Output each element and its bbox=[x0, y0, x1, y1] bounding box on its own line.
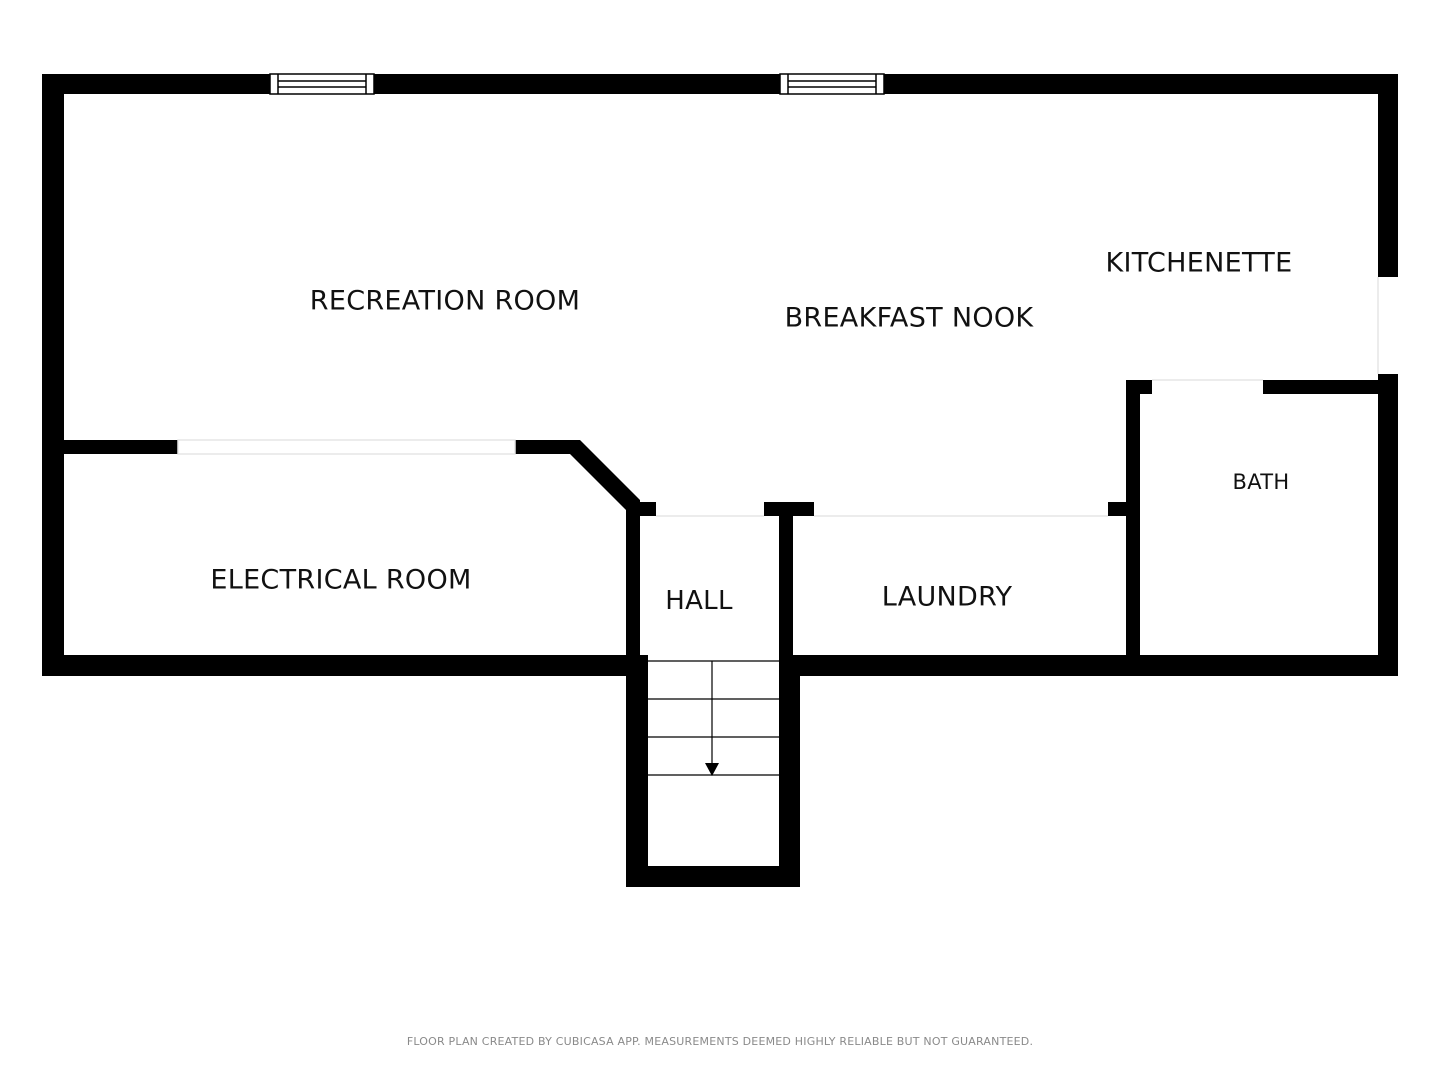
wall-electrical-top-right bbox=[515, 440, 577, 454]
wall-right-lower bbox=[1378, 374, 1398, 676]
wall-left bbox=[42, 74, 64, 676]
opening-electrical bbox=[177, 439, 516, 455]
room-label-recreation-room: RECREATION ROOM bbox=[309, 285, 581, 317]
wall-stair-left bbox=[626, 655, 648, 887]
wall-top-right bbox=[884, 74, 1398, 94]
wall-right-upper bbox=[1378, 74, 1398, 277]
wall-bath-top-right bbox=[1263, 380, 1398, 394]
stairs bbox=[648, 660, 779, 776]
wall-hall-right bbox=[779, 502, 793, 676]
wall-electrical-diagonal bbox=[570, 440, 640, 514]
wall-top-left bbox=[42, 74, 270, 94]
wall-bath-top-left bbox=[1126, 380, 1152, 394]
room-label-bath: BATH bbox=[1232, 470, 1290, 494]
room-label-hall: HALL bbox=[665, 586, 733, 616]
windows bbox=[269, 73, 885, 95]
room-label-breakfast-nook: BREAKFAST NOOK bbox=[784, 302, 1034, 334]
window-right bbox=[779, 73, 885, 95]
room-label-laundry: LAUNDRY bbox=[881, 581, 1013, 613]
wall-bottom-left bbox=[42, 655, 642, 676]
wall-electrical-top-left bbox=[64, 440, 178, 454]
walls bbox=[42, 74, 1398, 887]
wall-top-mid bbox=[374, 74, 780, 94]
stair-arrow-icon bbox=[705, 763, 719, 776]
wall-stair-bottom bbox=[626, 866, 800, 887]
wall-bath-left bbox=[1126, 380, 1140, 676]
room-label-electrical-room: ELECTRICAL ROOM bbox=[210, 564, 472, 596]
room-label-kitchenette: KITCHENETTE bbox=[1105, 247, 1293, 279]
openings bbox=[177, 277, 1379, 517]
window-left bbox=[269, 73, 375, 95]
footer-disclaimer: FLOOR PLAN CREATED BY CUBICASA APP. MEAS… bbox=[406, 1035, 1034, 1048]
wall-hall-left bbox=[626, 502, 640, 676]
wall-bottom-right bbox=[780, 655, 1398, 676]
wall-stair-right bbox=[779, 655, 800, 887]
